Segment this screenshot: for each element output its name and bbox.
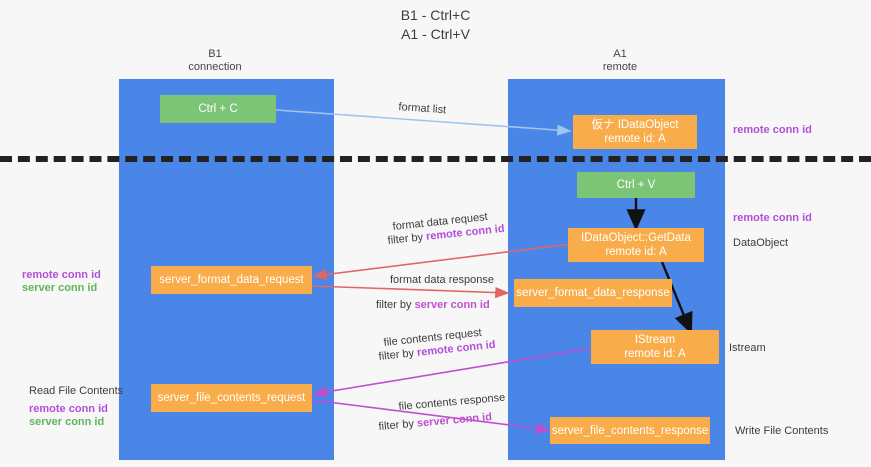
phase-divider — [0, 156, 871, 162]
filter-prefix-2: filter by — [376, 299, 415, 311]
node-getdata-line1: IDataObject::GetData — [581, 232, 691, 244]
node-ctrl-v[interactable]: Ctrl + V — [577, 172, 695, 198]
filter-prefix-3: filter by — [378, 346, 418, 363]
node-server-file-contents-request[interactable]: server_file_contents_request — [151, 384, 312, 412]
node-istream-line2: remote id: A — [624, 348, 686, 360]
annotation-left-server-conn-id-bot: server conn id — [29, 416, 105, 428]
title-line-2: A1 - Ctrl+V — [401, 26, 470, 42]
node-istream[interactable]: IStream remote id: A — [591, 330, 719, 364]
node-server-format-data-request[interactable]: server_format_data_request — [151, 266, 312, 294]
lane-header-a1-sub: remote — [602, 61, 638, 73]
page-title: B1 - Ctrl+C A1 - Ctrl+V — [0, 6, 871, 44]
annotation-right-istream: Istream — [729, 342, 766, 354]
lane-header-b1-sub: connection — [188, 61, 242, 73]
node-ctrl-c[interactable]: Ctrl + C — [160, 95, 276, 123]
edge-label-format-data-response-filter: filter by server conn id — [376, 298, 490, 312]
node-getdata-line2: remote id: A — [605, 246, 667, 258]
filter-prefix-4: filter by — [378, 417, 418, 433]
node-idataobject-top[interactable]: 仮ナ IDataObject remote id: A — [573, 115, 697, 149]
node-idataobject-getdata[interactable]: IDataObject::GetData remote id: A — [568, 228, 704, 262]
annotation-right-dataobject: DataObject — [733, 237, 789, 249]
annotation-right-write-file-contents: Write File Contents — [735, 425, 829, 437]
lane-header-a1: A1 remote — [560, 48, 680, 74]
filter-key-server-conn-id-1: server conn id — [414, 299, 490, 311]
edge-label-file-contents-response-filter: filter by server conn id — [378, 410, 493, 434]
node-server-file-contents-response[interactable]: server_file_contents_response — [550, 417, 710, 444]
lane-header-b1-name: B1 — [208, 48, 222, 60]
lane-header-a1-name: A1 — [613, 48, 627, 60]
annotation-left-remote-conn-id-bot: remote conn id — [29, 403, 108, 415]
node-istream-line1: IStream — [634, 334, 676, 346]
edge-label-format-data-response: format data response — [390, 274, 494, 286]
node-server-format-data-response[interactable]: server_format_data_response — [514, 279, 672, 307]
edge-format-data-response — [311, 285, 510, 299]
annotation-right-remote-conn-id-mid: remote conn id — [733, 212, 812, 224]
annotation-left-read-file-contents: Read File Contents — [29, 385, 124, 397]
annotation-left-remote-conn-id-mid: remote conn id — [22, 269, 101, 281]
title-line-1: B1 - Ctrl+C — [400, 7, 471, 23]
node-idataobject-top-line2: remote id: A — [604, 133, 666, 145]
filter-key-server-conn-id-2: server conn id — [416, 411, 493, 430]
edge-label-format-list: format list — [398, 100, 447, 117]
node-idataobject-top-line1: 仮ナ IDataObject — [591, 119, 679, 131]
filter-prefix-1: filter by — [387, 230, 427, 247]
annotation-right-remote-conn-id-top: remote conn id — [733, 124, 812, 136]
lane-header-b1: B1 connection — [155, 48, 275, 74]
annotation-left-server-conn-id-mid: server conn id — [22, 282, 98, 294]
